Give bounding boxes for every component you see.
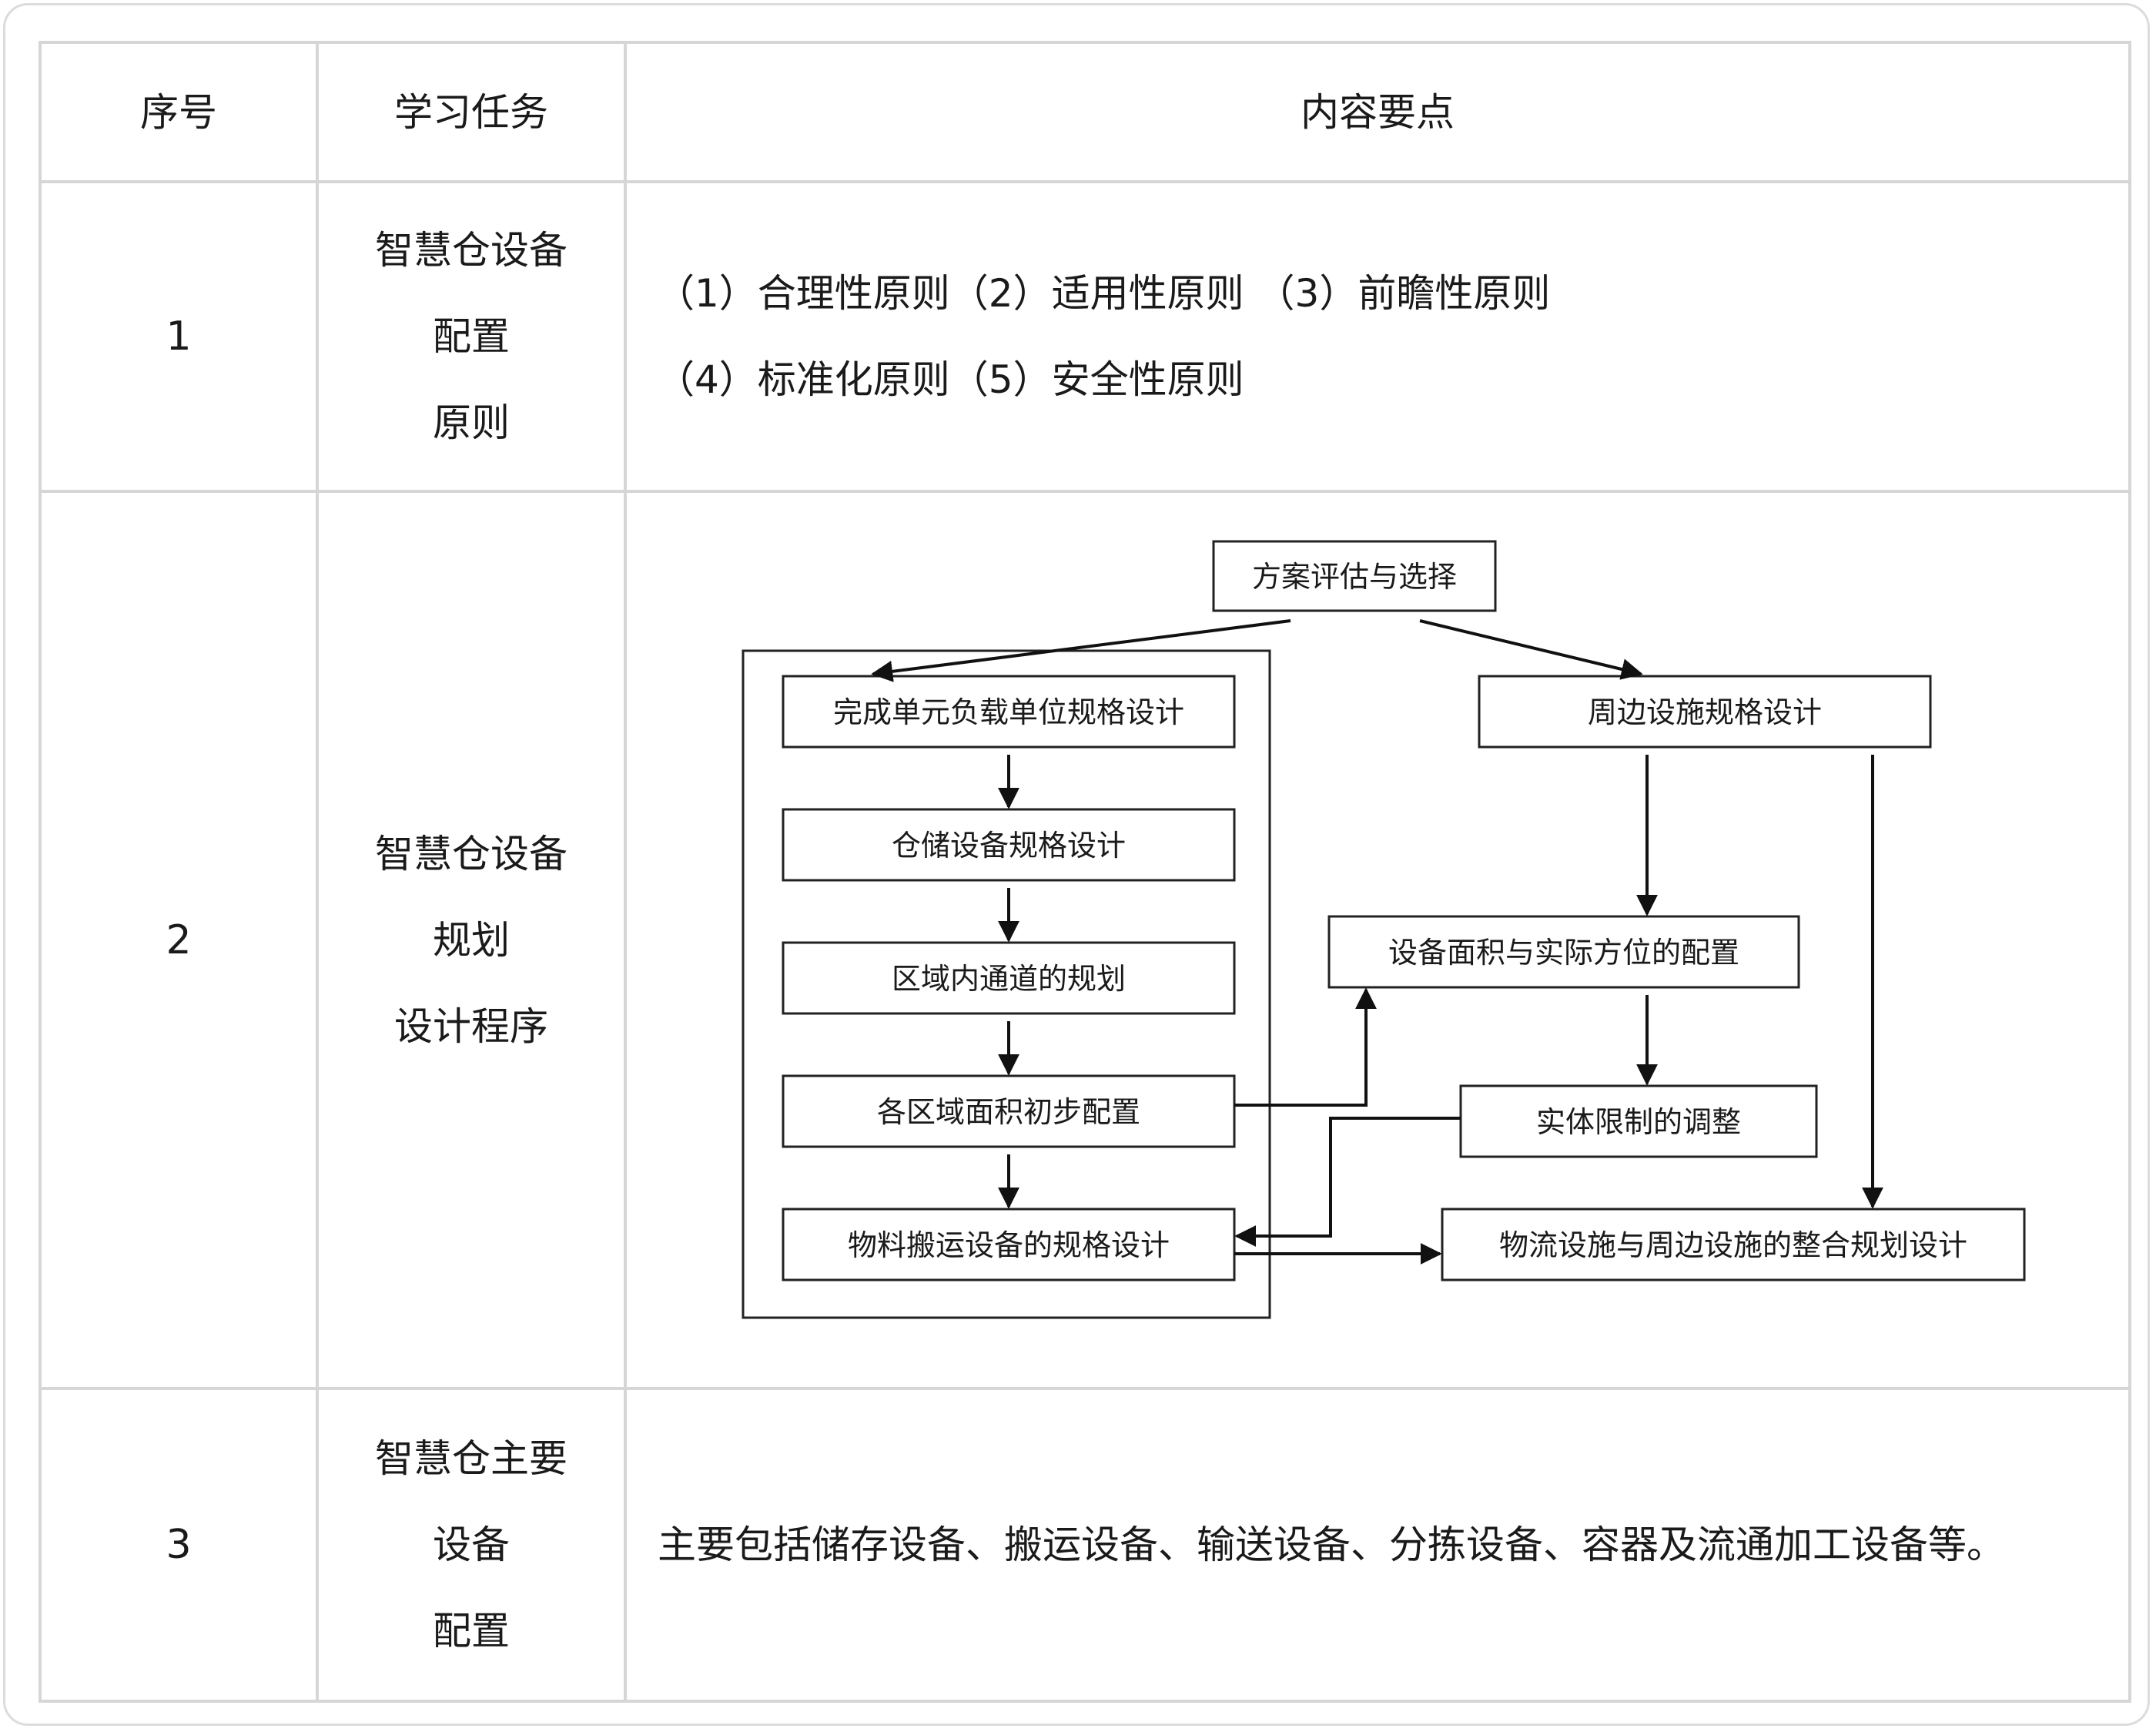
header-index-cell: 序号	[38, 41, 319, 183]
header-task: 学习任务	[394, 89, 548, 135]
row-task: 智慧仓设备 规划 设计程序	[319, 811, 624, 1070]
node-integration-label: 物流设施与周边设施的整合规划设计	[1499, 1228, 1967, 1262]
table-card: 序号 学习任务 内容要点 1 智慧仓设备 配置 原则 （	[3, 3, 2150, 1726]
node-area-label: 各区域面积初步配置	[877, 1095, 1140, 1129]
node-storage	[782, 808, 1236, 882]
node-aisle-label: 区域内通道的规划	[892, 962, 1126, 996]
arrow-evaluate-to-unit-load	[871, 619, 1291, 682]
node-integration	[1441, 1208, 2026, 1281]
task-line: 智慧仓设备	[375, 831, 567, 876]
arrow-constraint-to-handling	[1234, 1117, 1461, 1247]
row-index: 1	[166, 313, 192, 360]
task-line: 配置	[433, 314, 510, 359]
row-content-cell: （1）合理性原则（2）适用性原则 （3）前瞻性原则 （4）标准化原则（5）安全性…	[624, 180, 2131, 493]
header-index: 序号	[140, 89, 217, 135]
node-constraint	[1459, 1084, 1818, 1158]
table-row: 3 智慧仓主要 设备 配置 主要包括储存设备、搬运设备、输送设备、分拣设备、容器…	[38, 1387, 2131, 1703]
node-constraint-label: 实体限制的调整	[1536, 1105, 1741, 1139]
principles-line: （4）标准化原则（5）安全性原则	[656, 357, 1244, 402]
node-allocation	[1327, 915, 1800, 989]
node-storage-label: 仓储设备规格设计	[892, 829, 1126, 863]
node-unit-load	[782, 675, 1236, 749]
node-area	[782, 1074, 1236, 1148]
row-index-cell: 2	[38, 490, 319, 1390]
arrow-area-to-allocation	[1234, 987, 1377, 1107]
principles-list: （1）合理性原则（2）适用性原则 （3）前瞻性原则 （4）标准化原则（5）安全性…	[627, 250, 2128, 423]
node-unit-load-label: 完成单元负载单位规格设计	[833, 695, 1184, 729]
task-line: 智慧仓主要	[375, 1436, 567, 1481]
table-row: 2 智慧仓设备 规划 设计程序	[38, 490, 2131, 1390]
row-index: 3	[166, 1522, 192, 1568]
content-table: 序号 学习任务 内容要点 1 智慧仓设备 配置 原则 （	[38, 41, 2131, 1703]
row-index-cell: 1	[38, 180, 319, 493]
node-evaluate	[1212, 540, 1497, 612]
table-row: 1 智慧仓设备 配置 原则 （1）合理性原则（2）适用性原则 （3）前瞻性原则 …	[38, 180, 2131, 493]
task-line: 规划	[433, 917, 510, 963]
header-task-cell: 学习任务	[316, 41, 627, 183]
task-line: 设备	[433, 1523, 510, 1567]
node-allocation-label: 设备面积与实际方位的配置	[1388, 936, 1739, 970]
row-content-cell: 主要包括储存设备、搬运设备、输送设备、分拣设备、容器及流通加工设备等。	[624, 1387, 2131, 1703]
node-peripheral	[1478, 675, 1932, 749]
row-content-cell: 方案评估与选择 完成单元负载单位规格设计 仓储设备规格设计 区域内通道的规划 各…	[624, 490, 2131, 1390]
row-task-cell: 智慧仓设备 规划 设计程序	[316, 490, 627, 1390]
node-handling-label: 物料搬运设备的规格设计	[848, 1228, 1170, 1262]
header-content-cell: 内容要点	[624, 41, 2131, 183]
flowchart: 方案评估与选择 完成单元负载单位规格设计 仓储设备规格设计 区域内通道的规划 各…	[627, 493, 2128, 1387]
principles-line: （1）合理性原则（2）适用性原则 （3）前瞻性原则	[656, 271, 1551, 316]
table-header-row: 序号 学习任务 内容要点	[38, 41, 2131, 183]
left-group-frame	[742, 649, 1271, 1319]
row-index-cell: 3	[38, 1387, 319, 1703]
task-line: 智慧仓设备	[375, 228, 567, 273]
row-task: 智慧仓主要 设备 配置	[319, 1415, 624, 1674]
task-line: 原则	[433, 400, 510, 445]
equipment-description: 主要包括储存设备、搬运设备、输送设备、分拣设备、容器及流通加工设备等。	[658, 1523, 2005, 1567]
task-line: 配置	[433, 1609, 510, 1653]
header-content: 内容要点	[1301, 89, 1455, 135]
arrow-evaluate-to-peripheral	[1419, 619, 1643, 680]
task-line: 设计程序	[394, 1003, 548, 1049]
node-handling	[782, 1208, 1236, 1281]
row-task: 智慧仓设备 配置 原则	[319, 207, 624, 466]
node-evaluate-label: 方案评估与选择	[1252, 560, 1457, 594]
flowchart-connectors	[871, 619, 1883, 1265]
flowchart-svg: 方案评估与选择 完成单元负载单位规格设计 仓储设备规格设计 区域内通道的规划 各…	[742, 540, 2026, 1319]
row-task-cell: 智慧仓设备 配置 原则	[316, 180, 627, 493]
row-task-cell: 智慧仓主要 设备 配置	[316, 1387, 627, 1703]
node-aisle	[782, 941, 1236, 1015]
node-peripheral-label: 周边设施规格设计	[1588, 695, 1822, 729]
row-index: 2	[166, 916, 192, 963]
